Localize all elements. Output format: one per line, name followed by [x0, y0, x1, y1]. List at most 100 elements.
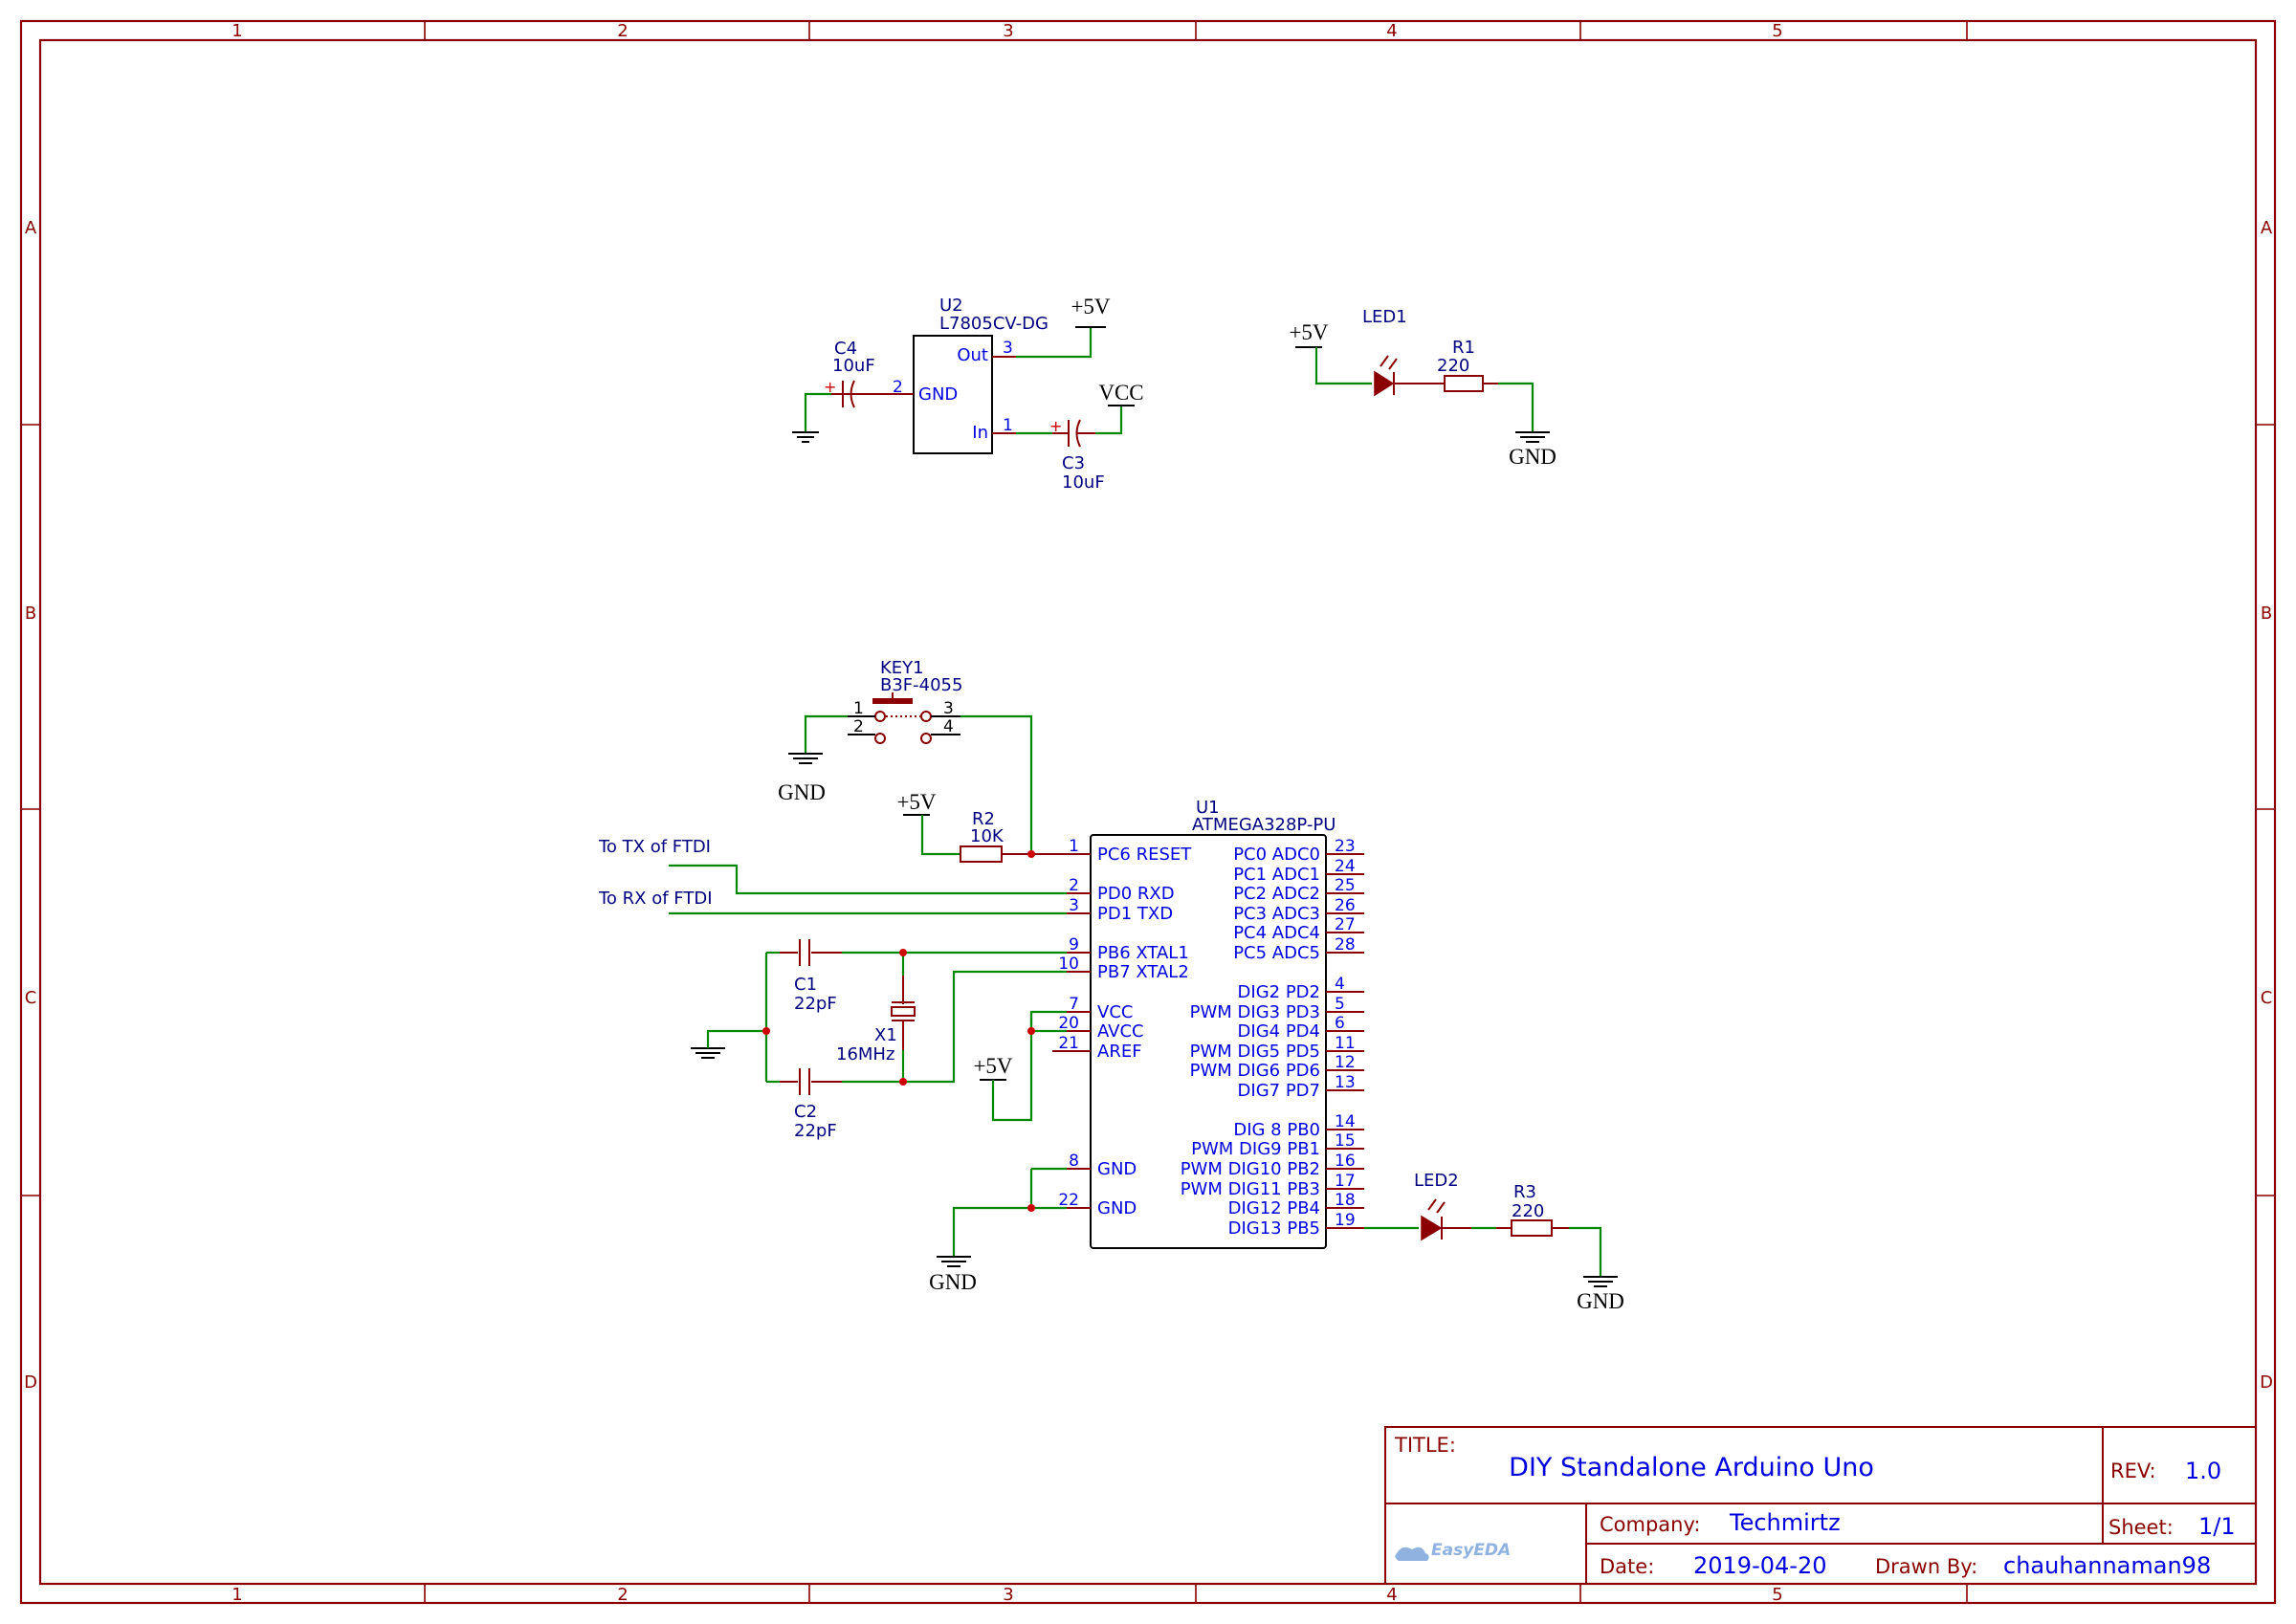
u2-pin-gnd-num: 2 — [893, 378, 903, 397]
mcu-right-pin-num: 28 — [1335, 935, 1356, 955]
led2-diode[interactable] — [1421, 1198, 1446, 1241]
mcu-right-pin-num: 17 — [1335, 1172, 1356, 1191]
led1-diode[interactable] — [1374, 355, 1398, 397]
mcu-left-pin-num: 1 — [1069, 837, 1079, 856]
r2-body[interactable] — [960, 845, 1003, 863]
mcu-left-pin-name: PB7 XTAL2 — [1097, 962, 1189, 982]
mcu-right-pin-name: DIG 8 PB0 — [1233, 1120, 1320, 1140]
mcu-left-pin-name: PD1 TXD — [1097, 904, 1173, 924]
r3-ref: R3 — [1513, 1182, 1536, 1202]
led2-ground-symbol — [1583, 1276, 1618, 1287]
mcu-left-pin-num: 7 — [1069, 995, 1079, 1014]
key1-pin-4: 4 — [943, 717, 954, 736]
r1-value: 220 — [1437, 356, 1469, 376]
zone-col-5-bottom: 5 — [1772, 1585, 1782, 1605]
u1-part: ATMEGA328P-PU — [1192, 815, 1336, 835]
u2-body[interactable] — [913, 335, 993, 454]
drawn-by-value: chauhannaman98 — [2003, 1552, 2211, 1579]
drawn-by-label: Drawn By: — [1875, 1555, 1977, 1578]
sheet-value: 1/1 — [2198, 1513, 2236, 1540]
mcu-right-pin-name: PC5 ADC5 — [1233, 943, 1320, 963]
c4-value: 10uF — [832, 356, 875, 376]
regulator-vcc-net: VCC — [1098, 381, 1143, 405]
sheet-label: Sheet: — [2108, 1516, 2174, 1539]
mcu-right-pin-num: 6 — [1335, 1014, 1345, 1033]
mcu-left-pin-name: GND — [1097, 1159, 1137, 1179]
x1-crystal[interactable] — [891, 1001, 916, 1021]
zone-row-d-left: D — [24, 1372, 37, 1393]
u2-pin-out-num: 3 — [1003, 339, 1013, 358]
mcu-ground-section: GND — [929, 1167, 1091, 1294]
mcu-left-pin-name: PB6 XTAL1 — [1097, 943, 1189, 963]
x1-value: 16MHz — [836, 1044, 894, 1064]
c2-ref: C2 — [794, 1102, 817, 1122]
mcu-right-pin-num: 11 — [1335, 1034, 1356, 1053]
key1-pin-1: 1 — [853, 699, 864, 718]
mcu-right-pin-num: 13 — [1335, 1073, 1356, 1092]
mcu-ground-symbol — [937, 1256, 971, 1267]
mcu-right-pin-name: PWM DIG3 PD3 — [1190, 1002, 1320, 1022]
easyeda-logo-text: EasyEDA — [1431, 1541, 1511, 1560]
mcu-right-pin-num: 23 — [1335, 837, 1356, 856]
mcu-left-pin-name: VCC — [1097, 1002, 1133, 1022]
u2-pin-out-name: Out — [957, 345, 988, 365]
mcu-right-pin-name: PWM DIG9 PB1 — [1191, 1139, 1320, 1159]
mcu-left-pin-num: 3 — [1069, 896, 1079, 915]
r3-body[interactable] — [1511, 1219, 1553, 1237]
mcu-right-pin-num: 27 — [1335, 915, 1356, 934]
key1-part: B3F-4055 — [880, 675, 962, 695]
mcu-right-pin-name: PWM DIG6 PD6 — [1190, 1061, 1320, 1081]
zone-col-3-top: 3 — [1003, 21, 1013, 41]
svg-text:+: + — [1049, 417, 1062, 435]
mcu-right-pin-name: PWM DIG5 PD5 — [1190, 1042, 1320, 1062]
mcu-left-pin-num: 20 — [1058, 1014, 1079, 1033]
key1-ref: KEY1 — [880, 658, 924, 678]
crystal-section: C1 22pF C2 22pF X1 16MHz — [691, 939, 1091, 1141]
mcu-right-pin-name: PC0 ADC0 — [1233, 845, 1320, 865]
r1-body[interactable] — [1444, 375, 1484, 392]
mcu-left-pin-num: 21 — [1058, 1034, 1079, 1053]
zone-col-3-bottom: 3 — [1003, 1585, 1013, 1605]
led2-section: LED2 R3 220 GND — [1364, 1171, 1624, 1313]
mcu-right-pin-name: DIG7 PD7 — [1238, 1081, 1320, 1101]
ftdi-tx-label: To TX of FTDI — [598, 837, 711, 857]
c4-ref: C4 — [834, 339, 857, 359]
mcu-right-pin-num: 14 — [1335, 1112, 1356, 1131]
led1-ground-net: GND — [1509, 445, 1556, 469]
u1-body[interactable] — [1090, 834, 1327, 1249]
led1-supply-net: +5V — [1289, 320, 1328, 344]
led1-section: +5V LED1 R1 220 GND — [1289, 307, 1556, 469]
avcc-power-section: +5V — [973, 1010, 1091, 1122]
c3-value: 10uF — [1062, 472, 1105, 493]
mcu-right-pin-name: DIG13 PB5 — [1228, 1218, 1320, 1239]
mcu-right-pin-name: PC4 ADC4 — [1233, 923, 1320, 943]
date-label: Date: — [1600, 1555, 1654, 1578]
key1-switch[interactable] — [848, 692, 960, 744]
mcu-right-pin-num: 12 — [1335, 1053, 1356, 1072]
x1-ref: X1 — [874, 1025, 897, 1045]
c1-ref: C1 — [794, 975, 817, 995]
zone-row-a-left: A — [25, 218, 37, 238]
svg-text:+: + — [824, 378, 836, 396]
title-label: TITLE: — [1394, 1434, 1456, 1457]
reset-ground-symbol — [788, 753, 823, 764]
reset-section: KEY1 B3F-4055 1 2 3 4 GND +5V — [778, 658, 1091, 863]
mcu-right-pin-num: 18 — [1335, 1191, 1356, 1210]
mcu-right-pin-num: 24 — [1335, 857, 1356, 876]
zone-col-2-top: 2 — [617, 21, 628, 41]
mcu-left-pin-num: 8 — [1069, 1152, 1079, 1171]
r1-ref: R1 — [1452, 338, 1475, 358]
reset-ground-net: GND — [778, 780, 826, 804]
rev-value: 1.0 — [2185, 1458, 2221, 1484]
u2-ref: U2 — [939, 296, 963, 316]
led1-ground-symbol — [1515, 431, 1550, 443]
u2-pin-in-name: In — [972, 423, 988, 443]
company-label: Company: — [1600, 1513, 1700, 1536]
mcu-right-pin-name: PWM DIG11 PB3 — [1181, 1179, 1320, 1199]
ftdi-section: To TX of FTDI To RX of FTDI — [598, 837, 1091, 915]
date-value: 2019-04-20 — [1693, 1552, 1826, 1579]
mcu-left-pin-num: 22 — [1058, 1191, 1079, 1210]
